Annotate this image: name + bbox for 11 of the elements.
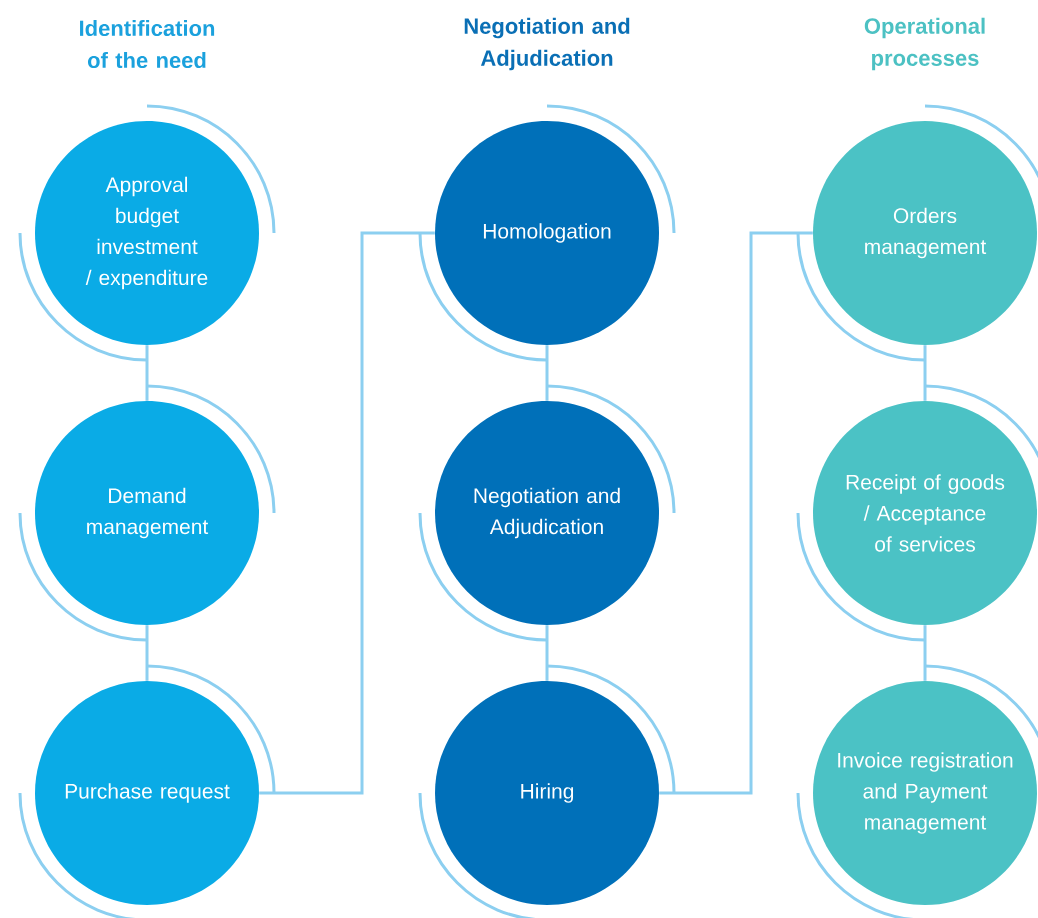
connector-line xyxy=(545,625,549,681)
connector-line xyxy=(545,345,549,401)
column-heading: Operational processes xyxy=(864,17,985,71)
connector-line xyxy=(145,625,149,681)
connector-line xyxy=(923,625,927,681)
connector-line xyxy=(259,231,435,795)
column-heading: Negotiation and Adjudication xyxy=(464,17,630,71)
connector-line xyxy=(659,231,813,795)
column-heading: Identification of the need xyxy=(80,19,215,69)
connector-line xyxy=(145,345,149,401)
connector-line xyxy=(923,345,927,401)
